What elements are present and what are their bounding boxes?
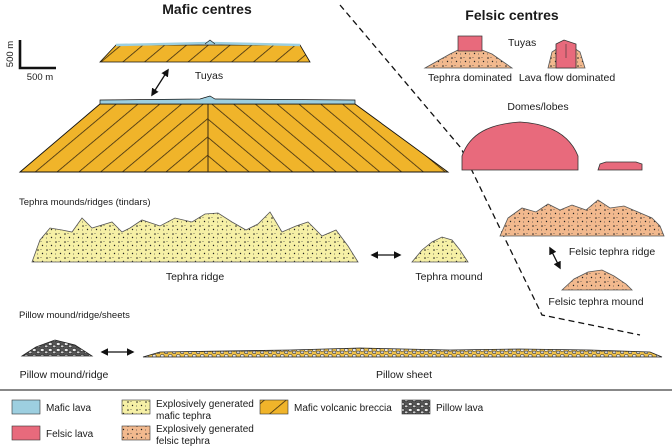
scale-horizontal-label: 500 m [27, 72, 53, 83]
felsic-lava-tuya [547, 39, 586, 69]
felsic-tephra-mound-shape [560, 269, 633, 291]
legend-swatch-pillow-lava [401, 399, 431, 415]
felsic-tephra-ridge-shape [499, 199, 665, 237]
felsic-dome-shape [461, 121, 579, 171]
felsic-tephra-mound-label: Felsic tephra mound [548, 296, 643, 308]
mafic-felsic-divider [339, 4, 641, 336]
pillow-mound-label: Pillow mound/ridge [20, 369, 109, 381]
felsic-tuyas-label: Tuyas [508, 37, 536, 49]
legend-swatch-mafic-tephra [121, 399, 151, 415]
legend-swatch-felsic-tephra [121, 425, 151, 441]
legend-swatch-mafic-lava [11, 399, 41, 415]
pillow-sheet-label: Pillow sheet [376, 369, 432, 381]
legend-item-felsic-tephra: Explosively generated felsic tephra [121, 424, 254, 447]
tephra-dominated-label: Tephra dominated [428, 72, 512, 84]
scale-bar: 500 m 500 m [5, 40, 56, 83]
scale-vertical-label: 500 m [5, 41, 16, 67]
tephra-mound-shape [411, 236, 469, 263]
felsic-tephra-ridge-label: Felsic tephra ridge [569, 246, 656, 258]
legend-item-felsic-lava: Felsic lava [11, 425, 94, 441]
legend-item-mafic-lava: Mafic lava [11, 399, 91, 415]
legend-item-mafic-breccia: Mafic volcanic breccia [259, 399, 392, 415]
tephra-mounds-heading: Tephra mounds/ridges (tindars) [19, 197, 150, 208]
legend-swatch-mafic-breccia [259, 399, 289, 415]
legend-swatch-felsic-lava [11, 425, 41, 441]
small-mafic-tuya [99, 39, 311, 63]
tephra-ridge-shape [31, 211, 359, 263]
legend-label-pillow-lava: Pillow lava [436, 403, 484, 414]
legend-item-mafic-tephra: Explosively generated mafic tephra [121, 399, 254, 422]
lava-flow-dominated-label: Lava flow dominated [519, 72, 615, 84]
pillow-sheet-shape [142, 347, 663, 358]
legend-label-felsic-tephra-1: Explosively generated [156, 424, 254, 435]
pillow-heading: Pillow mound/ridge/sheets [19, 310, 130, 321]
mafic-centres-heading: Mafic centres [162, 1, 252, 17]
pillow-mound-shape [20, 339, 94, 357]
felsic-tephra-arrow [549, 246, 561, 270]
tuya-scale-arrow [151, 68, 169, 97]
domes-label: Domes/lobes [507, 101, 568, 113]
felsic-tephra-tuya [423, 35, 514, 69]
legend-label-mafic-tephra-1: Explosively generated [156, 399, 254, 410]
legend-label-felsic-lava: Felsic lava [46, 429, 94, 440]
tephra-mound-label: Tephra mound [415, 271, 482, 283]
felsic-centres-heading: Felsic centres [465, 7, 559, 23]
legend-label-mafic-lava: Mafic lava [46, 403, 91, 414]
legend: Mafic lava Explosively generated mafic t… [11, 399, 484, 447]
large-mafic-tuya [18, 95, 450, 173]
legend-label-felsic-tephra-2: felsic tephra [156, 436, 210, 447]
legend-label-mafic-breccia: Mafic volcanic breccia [294, 403, 392, 414]
legend-label-mafic-tephra-2: mafic tephra [156, 411, 211, 422]
tephra-ridge-label: Tephra ridge [166, 271, 225, 283]
mafic-tuyas-label: Tuyas [195, 70, 223, 82]
legend-item-pillow-lava: Pillow lava [401, 399, 484, 415]
felsic-lobe-shape [597, 161, 643, 171]
